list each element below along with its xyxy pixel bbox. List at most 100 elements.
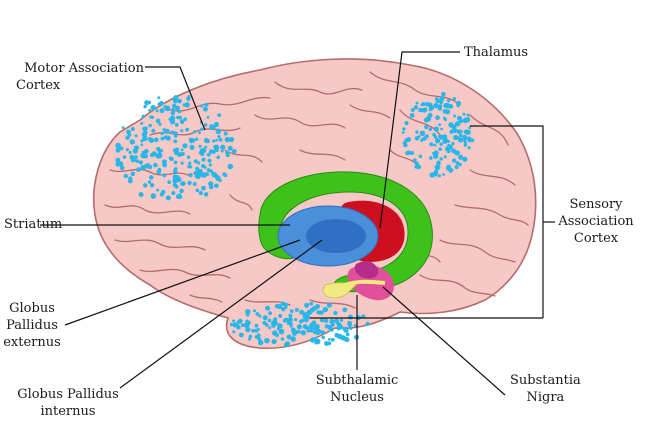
cortex-dot bbox=[153, 162, 158, 168]
cortex-dot bbox=[278, 328, 285, 335]
cortex-dot bbox=[304, 302, 310, 308]
cortex-dot bbox=[320, 318, 324, 323]
cortex-dot bbox=[173, 131, 178, 135]
cortex-dot bbox=[160, 131, 164, 136]
cortex-dot bbox=[365, 321, 370, 326]
cortex-dot bbox=[206, 152, 211, 157]
cortex-dot bbox=[410, 108, 415, 112]
cortex-dot bbox=[330, 337, 335, 342]
cortex-dot bbox=[159, 108, 165, 114]
cortex-dot bbox=[214, 183, 219, 189]
cortex-dot bbox=[296, 324, 302, 330]
label-substantia-nigra: Substantia Nigra bbox=[510, 372, 581, 406]
cortex-dot bbox=[165, 195, 171, 201]
cortex-dot bbox=[470, 138, 475, 143]
cortex-dot bbox=[439, 99, 443, 103]
cortex-dot bbox=[140, 152, 146, 159]
cortex-dot bbox=[257, 327, 260, 331]
cortex-dot bbox=[437, 174, 441, 178]
cortex-dot bbox=[454, 152, 457, 155]
cortex-dot bbox=[173, 95, 179, 100]
cortex-dot bbox=[443, 155, 447, 159]
cortex-dot bbox=[119, 165, 125, 171]
cortex-dot bbox=[180, 148, 184, 152]
cortex-dot bbox=[438, 123, 441, 127]
cortex-dot bbox=[190, 138, 196, 143]
cortex-dot bbox=[128, 176, 133, 181]
cortex-dot bbox=[405, 150, 410, 156]
cortex-dot bbox=[156, 152, 163, 159]
cortex-dot bbox=[183, 117, 188, 122]
cortex-dot bbox=[130, 127, 135, 131]
cortex-dot bbox=[283, 305, 288, 310]
cortex-dot bbox=[204, 102, 209, 107]
cortex-dot bbox=[462, 112, 466, 116]
cortex-dot bbox=[315, 304, 320, 309]
cortex-dot bbox=[439, 142, 443, 146]
cortex-dot bbox=[211, 149, 216, 154]
cortex-dot bbox=[213, 121, 219, 128]
cortex-dot bbox=[147, 180, 152, 184]
cortex-dot bbox=[347, 323, 352, 328]
label-line: Globus bbox=[9, 301, 55, 316]
cortex-dot bbox=[309, 337, 316, 343]
cortex-dot bbox=[245, 323, 250, 328]
cortex-dot bbox=[168, 117, 172, 121]
cortex-dot bbox=[435, 115, 440, 120]
cortex-dot bbox=[138, 192, 144, 198]
cortex-dot bbox=[168, 156, 172, 160]
cortex-dot bbox=[184, 102, 190, 108]
cortex-dot bbox=[287, 320, 291, 323]
cortex-dot bbox=[147, 164, 153, 170]
cortex-dot bbox=[406, 137, 412, 142]
label-striatum: Striatum bbox=[4, 216, 62, 233]
cortex-dot bbox=[172, 178, 178, 184]
cortex-dot bbox=[419, 130, 426, 136]
cortex-dot bbox=[429, 156, 433, 160]
cortex-dot bbox=[128, 150, 132, 155]
cortex-dot bbox=[144, 100, 150, 106]
label-line: Motor Association bbox=[24, 61, 144, 76]
label-line: Cortex bbox=[573, 231, 619, 246]
leader-thalamus bbox=[379, 51, 460, 229]
cortex-dot bbox=[316, 328, 322, 334]
label-line: Nigra bbox=[526, 390, 565, 405]
cortex-dot bbox=[440, 127, 443, 131]
cortex-dot bbox=[255, 312, 260, 316]
cortex-dot bbox=[254, 323, 259, 328]
cortex-dot bbox=[336, 326, 341, 331]
cortex-dot bbox=[449, 123, 454, 128]
label-line: externus bbox=[3, 335, 61, 350]
cortex-dot bbox=[201, 185, 206, 191]
cortex-dot bbox=[443, 117, 448, 122]
cortex-dot bbox=[217, 135, 221, 139]
cortex-dot bbox=[232, 330, 236, 334]
cortex-dot bbox=[442, 93, 446, 97]
cortex-dot bbox=[157, 96, 161, 100]
label-line: Association bbox=[558, 214, 634, 229]
cortex-dot bbox=[324, 341, 329, 346]
cortex-dot bbox=[451, 142, 455, 146]
cortex-dot bbox=[121, 126, 125, 129]
cortex-dot bbox=[274, 304, 280, 309]
cortex-dot bbox=[173, 133, 178, 138]
cortex-dot bbox=[140, 165, 146, 170]
cortex-dot bbox=[248, 334, 253, 339]
cortex-dot bbox=[156, 188, 160, 192]
label-line: Cortex bbox=[16, 78, 61, 93]
cortex-dot bbox=[425, 116, 432, 122]
cortex-dot bbox=[155, 109, 159, 113]
cortex-dot bbox=[418, 107, 423, 113]
cortex-dot bbox=[438, 147, 443, 151]
cortex-dot bbox=[229, 322, 234, 327]
cortex-dot bbox=[253, 309, 256, 313]
label-thalamus: Thalamus bbox=[464, 44, 528, 61]
cortex-dot bbox=[232, 149, 237, 154]
cortex-dot bbox=[175, 194, 181, 199]
leader-sensory-top bbox=[470, 125, 544, 318]
cortex-dot bbox=[418, 154, 423, 159]
cortex-dot bbox=[453, 114, 457, 118]
cortex-dot bbox=[301, 311, 305, 315]
cortex-dot bbox=[305, 326, 310, 331]
brain-folds bbox=[104, 71, 529, 309]
